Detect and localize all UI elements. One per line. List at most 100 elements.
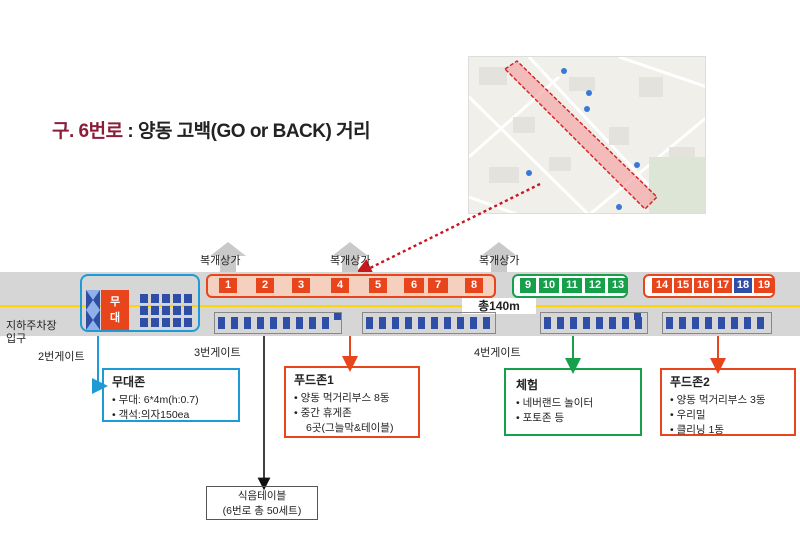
dining-table xyxy=(322,317,329,329)
dining-table xyxy=(444,317,451,329)
stage-zone-box: 무대존 무대: 6*4m(h:0.7) 객석:의자150ea xyxy=(102,368,240,422)
stage-seat xyxy=(162,306,170,315)
dining-table xyxy=(679,317,686,329)
dining-tables-box: 식음테이블 (6번로 총 50세트) xyxy=(206,486,318,520)
dining-table xyxy=(218,317,225,329)
table-row-group-1 xyxy=(214,312,342,334)
dining-table xyxy=(366,317,373,329)
dining-table xyxy=(705,317,712,329)
stage-seat xyxy=(173,318,181,327)
dining-table xyxy=(596,317,603,329)
rest-marker-2 xyxy=(634,313,641,320)
booth-number: 6 xyxy=(404,278,424,293)
road-center-line xyxy=(0,305,800,307)
stage-seat xyxy=(184,294,192,303)
dining-table xyxy=(296,317,303,329)
dining-table xyxy=(431,317,438,329)
stage-seat xyxy=(140,294,148,303)
booth-number: 13 xyxy=(608,278,628,293)
stage-side-block xyxy=(86,290,100,330)
stage-seat xyxy=(151,294,159,303)
map-graphic xyxy=(469,57,705,213)
booth-number: 15 xyxy=(674,278,692,293)
dining-table xyxy=(622,317,629,329)
map-thumbnail xyxy=(468,56,706,214)
dining-table xyxy=(544,317,551,329)
booth-number: 16 xyxy=(694,278,712,293)
gate-4-label: 4번게이트 xyxy=(474,347,521,359)
arrow-label-2: 복개상가 xyxy=(330,255,371,267)
dining-table xyxy=(692,317,699,329)
stage-seating xyxy=(140,294,196,330)
dining-table xyxy=(392,317,399,329)
table-row-group-2 xyxy=(362,312,496,334)
booth-number: 3 xyxy=(292,278,310,293)
parking-label: 지하주차장 xyxy=(6,320,57,332)
total-length-label: 총140m xyxy=(462,298,536,314)
dining-table xyxy=(609,317,616,329)
arrow-label-3: 복개상가 xyxy=(479,255,520,267)
booth-number: 11 xyxy=(562,278,582,293)
stage-zone-outline xyxy=(80,274,200,332)
dining-table xyxy=(557,317,564,329)
dining-table xyxy=(583,317,590,329)
booth-number: 5 xyxy=(369,278,387,293)
dining-table xyxy=(257,317,264,329)
booth-number: 12 xyxy=(585,278,605,293)
booth-number: 4 xyxy=(331,278,349,293)
stage-seat xyxy=(173,294,181,303)
booth-number: 2 xyxy=(256,278,274,293)
booth-number: 7 xyxy=(428,278,448,293)
stage-seat xyxy=(184,318,192,327)
stage-seat xyxy=(173,306,181,315)
up-arrows xyxy=(210,242,517,272)
dining-table xyxy=(666,317,673,329)
stage-block: 무대 xyxy=(101,290,129,330)
dining-table xyxy=(309,317,316,329)
booth-number: 18 xyxy=(734,278,752,293)
food-zone-1-booths xyxy=(206,274,496,298)
table-row-group-3 xyxy=(540,312,648,334)
stage-seat xyxy=(140,318,148,327)
stage-seat xyxy=(151,306,159,315)
dining-table xyxy=(283,317,290,329)
stage-seat xyxy=(184,306,192,315)
stage-seat xyxy=(162,294,170,303)
booth-number: 1 xyxy=(219,278,237,293)
dining-table xyxy=(483,317,490,329)
gate-3-label: 3번게이트 xyxy=(194,347,241,359)
stage-seat xyxy=(151,318,159,327)
booth-number: 10 xyxy=(539,278,559,293)
booth-number: 8 xyxy=(465,278,483,293)
dining-table xyxy=(731,317,738,329)
booth-number: 17 xyxy=(714,278,732,293)
dining-table xyxy=(231,317,238,329)
dining-table xyxy=(405,317,412,329)
booth-number: 9 xyxy=(520,278,536,293)
booth-number: 19 xyxy=(754,278,774,293)
booth-number: 14 xyxy=(652,278,672,293)
gate-2-label: 2번게이트 xyxy=(38,351,85,363)
dining-table xyxy=(470,317,477,329)
page-title: 구. 6번로 : 양동 고백(GO or BACK) 거리 xyxy=(52,121,371,142)
rest-marker-1 xyxy=(334,313,341,320)
table-row-group-4 xyxy=(662,312,772,334)
dining-table xyxy=(635,317,642,329)
food-zone-2-box: 푸드존2 양동 먹거리부스 3동 우리밀 클리닝 1동 xyxy=(660,368,796,436)
dining-table xyxy=(379,317,386,329)
dining-table xyxy=(270,317,277,329)
dining-table xyxy=(244,317,251,329)
food-zone-1-box: 푸드존1 양동 먹거리부스 8동 중간 휴게존 6곳(그늘막&테이블) xyxy=(284,366,420,438)
dining-table xyxy=(457,317,464,329)
experience-zone-box: 체험 네버랜드 놀이터 포토존 등 xyxy=(504,368,642,436)
dining-table xyxy=(418,317,425,329)
stage-seat xyxy=(140,306,148,315)
dining-table xyxy=(718,317,725,329)
arrow-label-1: 복개상가 xyxy=(200,255,241,267)
dining-table xyxy=(757,317,764,329)
dining-table xyxy=(744,317,751,329)
stage-seat xyxy=(162,318,170,327)
dining-table xyxy=(570,317,577,329)
parking-entrance-label: 입구 xyxy=(6,333,27,345)
stage-side-pattern xyxy=(86,290,100,330)
